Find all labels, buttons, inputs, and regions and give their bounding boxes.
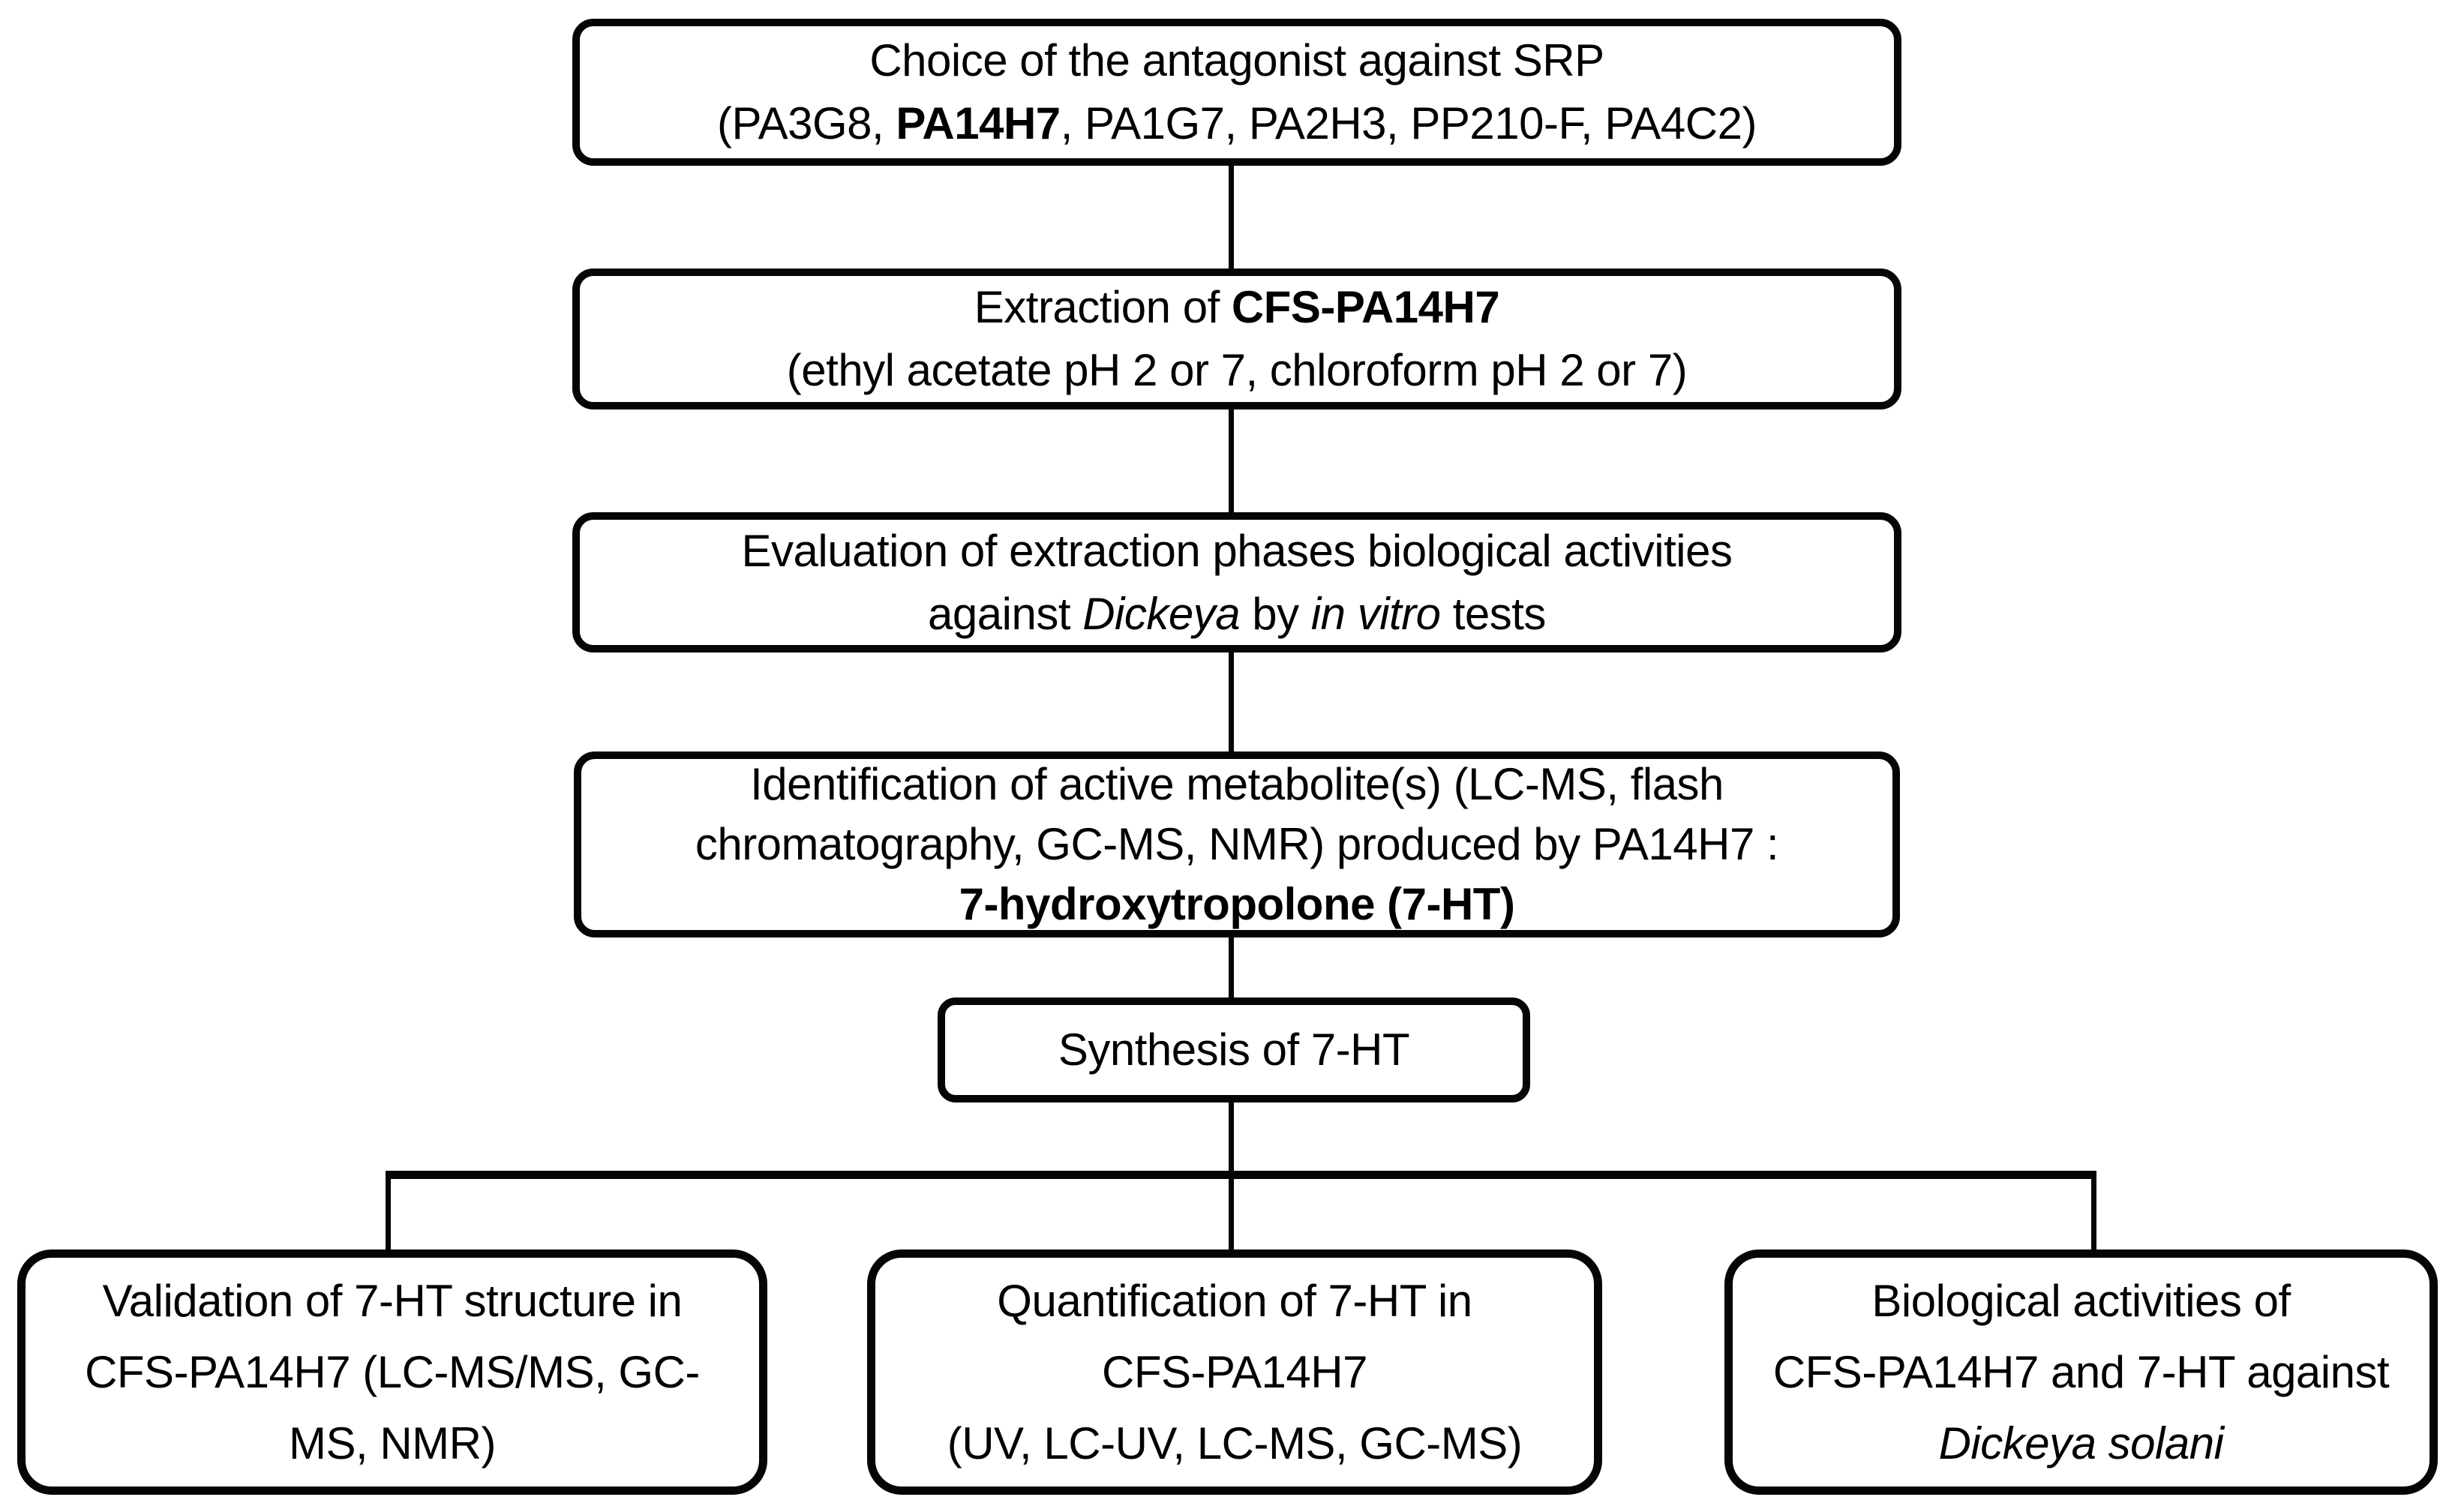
node-validation-line-2: CFS-PA14H7 (LC-MS/MS, GC- [85, 1347, 700, 1397]
node-biological: Biological activities of CFS-PA14H7 and … [1724, 1250, 2438, 1495]
connector-evaluation-identification [1229, 651, 1234, 752]
connector-extraction-evaluation [1229, 408, 1234, 512]
connector-choice-extraction [1229, 164, 1234, 268]
node-synthesis-line-1: Synthesis of 7-HT [1058, 1024, 1410, 1075]
node-identification: Identification of active metabolite(s) (… [574, 752, 1900, 938]
node-extraction: Extraction of CFS-PA14H7 (ethyl acetate … [572, 268, 1901, 410]
node-quantification-line-3: (UV, LC-UV, LC-MS, GC-MS) [947, 1418, 1523, 1468]
node-synthesis: Synthesis of 7-HT [938, 998, 1530, 1102]
node-biological-line-2: CFS-PA14H7 and 7-HT against [1772, 1347, 2390, 1397]
node-validation-line-1: Validation of 7-HT structure in [102, 1276, 683, 1326]
node-quantification-line-2: CFS-PA14H7 [1101, 1347, 1368, 1397]
node-extraction-line-2: (ethyl acetate pH 2 or 7, chloroform pH … [786, 345, 1688, 395]
node-evaluation-line-1: Evaluation of extraction phases biologic… [741, 525, 1733, 576]
node-identification-line-1: Identification of active metabolite(s) (… [750, 759, 1724, 809]
connector-branch-right-drop [2091, 1171, 2096, 1254]
connector-identification-synthesis [1229, 936, 1234, 998]
node-quantification-line-1: Quantification of 7-HT in [997, 1276, 1472, 1326]
connector-branch-left-drop [386, 1171, 391, 1254]
node-choice: Choice of the antagonist against SRP (PA… [572, 19, 1901, 166]
node-biological-line-3: Dickeya solani [1938, 1418, 2224, 1468]
node-quantification: Quantification of 7-HT in CFS-PA14H7 (UV… [867, 1250, 1602, 1495]
node-identification-line-2: chromatography, GC-MS, NMR) produced by … [695, 819, 1779, 869]
node-extraction-line-1: Extraction of CFS-PA14H7 [974, 282, 1500, 332]
node-choice-line-2: (PA3G8, PA14H7, PA1G7, PA2H3, PP210-F, P… [717, 98, 1757, 148]
node-choice-line-1: Choice of the antagonist against SRP [869, 35, 1604, 86]
node-identification-line-3: 7-hydroxytropolone (7-HT) [959, 879, 1515, 929]
node-validation: Validation of 7-HT structure in CFS-PA14… [17, 1250, 767, 1495]
node-evaluation: Evaluation of extraction phases biologic… [572, 512, 1901, 652]
node-validation-line-3: MS, NMR) [289, 1418, 496, 1468]
connector-branch-horizontal-bar [386, 1171, 2096, 1179]
node-evaluation-line-2: against Dickeya by in vitro tests [928, 588, 1546, 639]
node-biological-line-1: Biological activities of [1871, 1276, 2291, 1326]
